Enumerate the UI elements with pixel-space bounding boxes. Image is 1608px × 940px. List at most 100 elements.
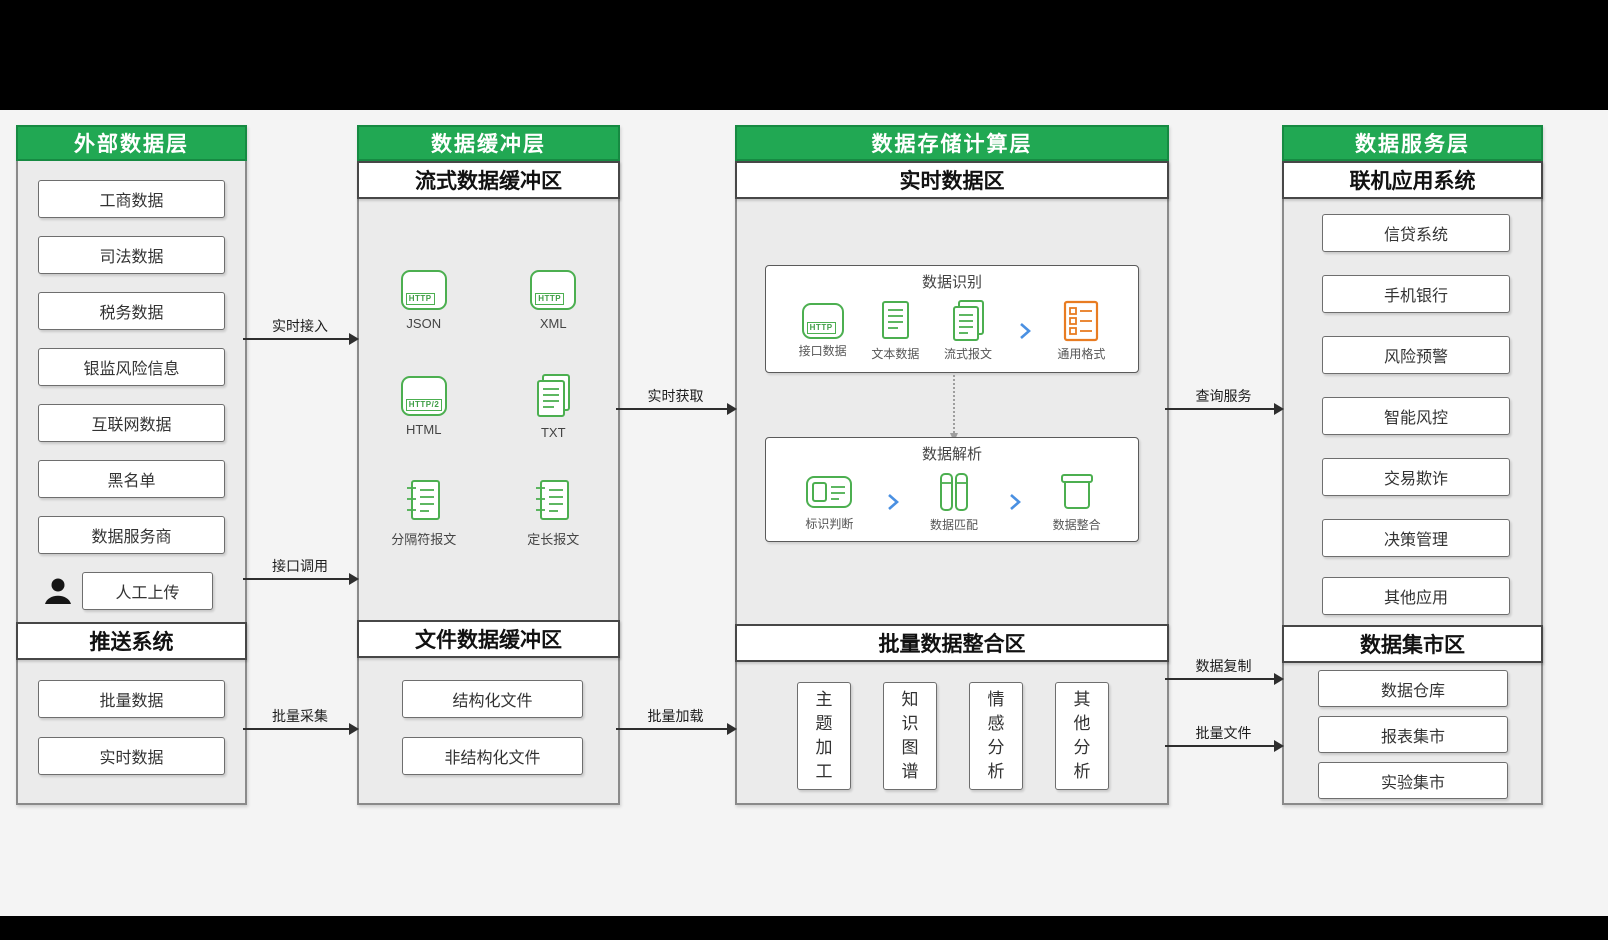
push-node: 批量数据 bbox=[38, 680, 225, 718]
file-node: 非结构化文件 bbox=[402, 737, 583, 775]
layer-title: 数据服务层 bbox=[1282, 125, 1543, 161]
arrow-head bbox=[1274, 740, 1284, 752]
arrow-line bbox=[243, 333, 359, 345]
layer-title: 数据缓冲层 bbox=[357, 125, 620, 161]
arrow-label: 接口调用 bbox=[272, 558, 328, 574]
arrow-head bbox=[349, 573, 359, 585]
recognition-step: HTTP 接口数据 bbox=[799, 303, 847, 359]
online-app-node: 智能风控 bbox=[1322, 397, 1510, 435]
batch-analysis-node: 主题加工 bbox=[797, 682, 851, 790]
chevron-right-icon bbox=[885, 491, 901, 513]
stream-format-cell: HTTP JSON bbox=[359, 247, 489, 353]
recognition-step: 文本数据 bbox=[871, 300, 919, 362]
http-protocol-badge: HTTP/2 bbox=[405, 398, 443, 411]
external-node: 数据服务商 bbox=[38, 516, 225, 554]
online-apps-zone-bar: 联机应用系统 bbox=[1282, 161, 1543, 199]
arrow-label: 批量加载 bbox=[647, 708, 704, 724]
format-label: 分隔符报文 bbox=[391, 531, 457, 547]
layer-storage-computing: 数据存储计算层 实时数据区 数据识别 HTTP 接口数据 bbox=[735, 125, 1169, 805]
arrow-realtime-fetch: 实时获取 bbox=[616, 388, 737, 415]
vertical-label: 其他分析 bbox=[1073, 690, 1091, 781]
layer-title: 数据存储计算层 bbox=[735, 125, 1169, 161]
arrow-batch-file: 批量文件 bbox=[1165, 725, 1284, 752]
online-app-node: 交易欺诈 bbox=[1322, 458, 1510, 496]
manual-upload-node: 人工上传 bbox=[82, 572, 213, 610]
external-node: 税务数据 bbox=[38, 292, 225, 330]
arrow-line bbox=[616, 403, 737, 415]
realtime-zone-bar: 实时数据区 bbox=[735, 161, 1169, 199]
arrow-head bbox=[349, 723, 359, 735]
identifier-chip-icon bbox=[806, 475, 853, 508]
chevron-right-icon bbox=[1017, 320, 1033, 342]
format-label: TXT bbox=[540, 424, 566, 440]
arrow-head bbox=[1274, 673, 1284, 685]
checklist-icon bbox=[1064, 300, 1099, 342]
http-protocol-badge: HTTP bbox=[806, 322, 836, 334]
layer-title: 外部数据层 bbox=[16, 125, 247, 161]
vertical-label: 情感分析 bbox=[987, 690, 1005, 781]
arrow-interface-call: 接口调用 bbox=[243, 558, 359, 585]
arrow-head bbox=[1274, 403, 1284, 415]
external-node: 银监风险信息 bbox=[38, 348, 225, 386]
step-label: 数据匹配 bbox=[929, 517, 978, 532]
document-stack-icon bbox=[537, 373, 571, 417]
external-node: 司法数据 bbox=[38, 236, 225, 274]
file-node: 结构化文件 bbox=[402, 680, 583, 718]
batch-analysis-node: 知识图谱 bbox=[883, 682, 937, 790]
online-app-node: 风险预警 bbox=[1322, 336, 1510, 374]
stream-format-cell: 定长报文 bbox=[489, 459, 619, 565]
batch-zone-bar: 批量数据整合区 bbox=[735, 624, 1169, 662]
arrow-data-copy: 数据复制 bbox=[1165, 658, 1284, 685]
parsing-step: 标识判断 bbox=[803, 472, 855, 532]
external-node: 工商数据 bbox=[38, 180, 225, 218]
bottom-letterbox-bar bbox=[0, 916, 1608, 940]
format-label: 定长报文 bbox=[527, 531, 580, 547]
arrow-head bbox=[349, 333, 359, 345]
arrow-batch-load: 批量加载 bbox=[616, 708, 737, 735]
online-app-node: 信贷系统 bbox=[1322, 214, 1510, 252]
container-bin-icon bbox=[1060, 473, 1093, 509]
online-app-node: 决策管理 bbox=[1322, 519, 1510, 557]
parsing-steps: 标识判断 数据匹配 bbox=[774, 466, 1130, 537]
stream-format-cell: 分隔符报文 bbox=[359, 459, 489, 565]
push-node: 实时数据 bbox=[38, 737, 225, 775]
arrow-line bbox=[1165, 673, 1284, 685]
step-label: 数据整合 bbox=[1052, 517, 1101, 532]
http-protocol-badge: HTTP bbox=[405, 292, 435, 305]
arrow-line bbox=[1165, 740, 1284, 752]
stream-format-cell: TXT bbox=[489, 353, 619, 459]
recognition-step: 通用格式 bbox=[1057, 300, 1105, 362]
http-protocol-badge: HTTP bbox=[535, 292, 565, 305]
data-parsing-box: 数据解析 标识判断 bbox=[765, 437, 1139, 542]
top-letterbox-bar bbox=[0, 0, 1608, 110]
format-label: JSON bbox=[406, 315, 442, 331]
arrow-line bbox=[1165, 403, 1284, 415]
vertical-label: 知识图谱 bbox=[901, 690, 919, 781]
recognition-steps: HTTP 接口数据 文本数据 bbox=[774, 294, 1130, 368]
procbox-title: 数据识别 bbox=[921, 274, 982, 291]
data-columns-icon bbox=[939, 472, 968, 511]
step-label: 接口数据 bbox=[798, 344, 847, 358]
arrow-label: 实时接入 bbox=[272, 318, 328, 334]
manual-upload-row: 人工上传 bbox=[42, 572, 225, 610]
arrow-label: 实时获取 bbox=[647, 388, 704, 404]
parsing-step: 数据整合 bbox=[1053, 471, 1101, 533]
batch-analysis-node: 情感分析 bbox=[969, 682, 1023, 790]
arrow-line bbox=[243, 573, 359, 585]
arrow-query-service: 查询服务 bbox=[1165, 388, 1284, 415]
stream-format-grid: HTTP JSON HTTP XML HTTP/2 HTML bbox=[359, 247, 618, 567]
document-icon bbox=[882, 301, 910, 339]
step-label: 文本数据 bbox=[871, 347, 920, 361]
arrow-head bbox=[727, 723, 737, 735]
step-label: 通用格式 bbox=[1057, 347, 1106, 361]
file-buffer-zone-bar: 文件数据缓冲区 bbox=[357, 620, 620, 658]
http2-app-icon: HTTP/2 bbox=[400, 375, 447, 416]
data-recognition-box: 数据识别 HTTP 接口数据 文本数据 bbox=[765, 265, 1139, 373]
parsing-step: 数据匹配 bbox=[930, 471, 978, 533]
arrow-head bbox=[727, 403, 737, 415]
arrow-label: 查询服务 bbox=[1195, 388, 1252, 404]
mart-node: 报表集市 bbox=[1318, 716, 1508, 753]
step-label: 标识判断 bbox=[805, 516, 854, 531]
notebook-icon bbox=[536, 479, 570, 520]
